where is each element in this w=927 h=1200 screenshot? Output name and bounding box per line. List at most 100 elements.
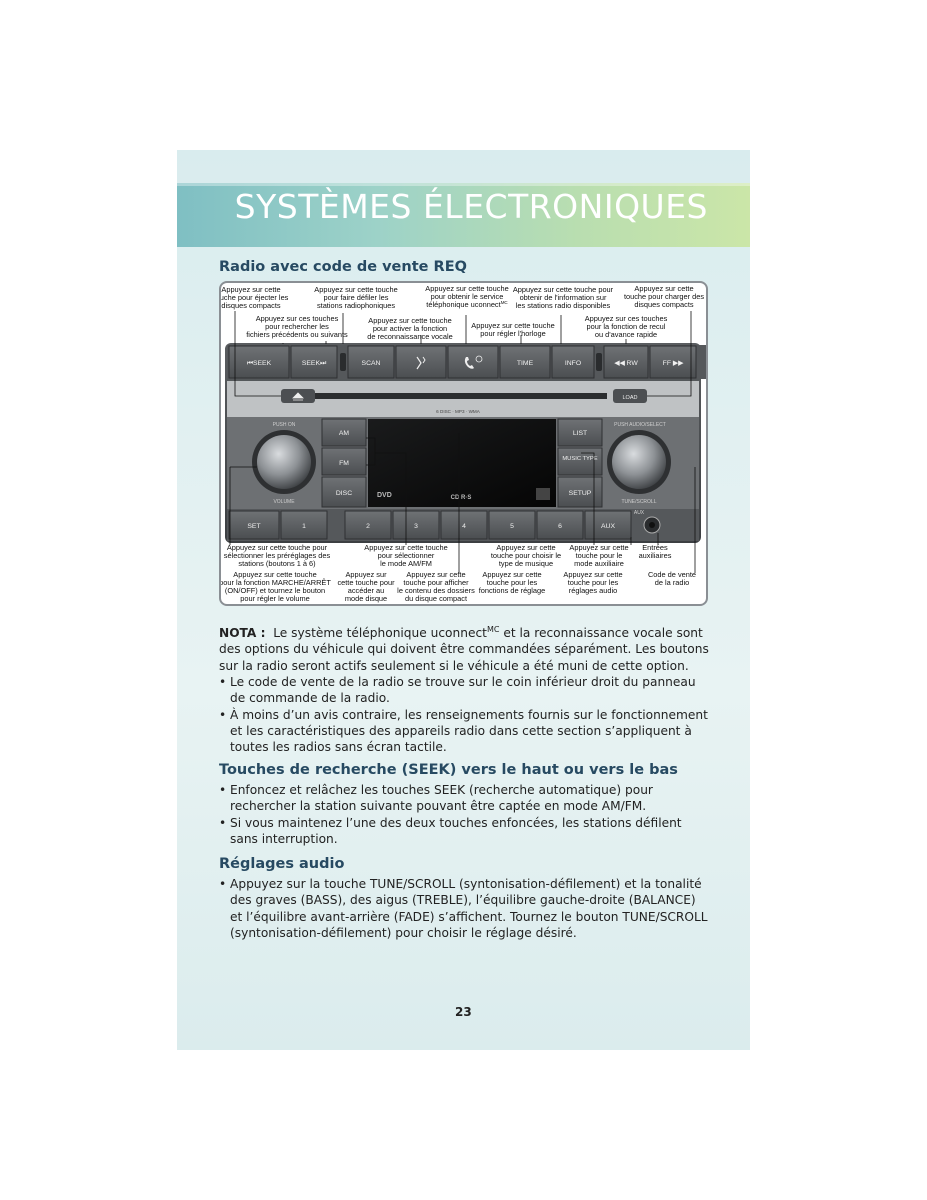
svg-text:DISC: DISC: [336, 490, 352, 497]
seek-block: •Enfoncez et relâchez les touches SEEK (…: [219, 782, 711, 847]
voice-icon: [416, 356, 426, 370]
section-heading-radio: Radio avec code de vente REQ: [219, 259, 467, 275]
nota-paragraph: NOTA : Le système téléphonique uconnectM…: [219, 622, 711, 674]
aux-button[interactable]: AUX: [584, 510, 632, 540]
ff-button[interactable]: FF ▶▶: [649, 345, 697, 379]
bullet-text: Enfoncez et relâchez les touches SEEK (r…: [230, 783, 653, 814]
svg-text:AM: AM: [339, 430, 350, 437]
preset-4-button[interactable]: 4: [440, 510, 488, 540]
bullet-text: À moins d’un avis contraire, les renseig…: [230, 707, 708, 755]
info-button[interactable]: INFO: [551, 345, 595, 379]
fm-button[interactable]: FM: [321, 447, 367, 476]
bullet-text: Le code de vente de la radio se trouve s…: [230, 674, 696, 706]
music-type-button[interactable]: MUSIC TYPE: [557, 447, 603, 476]
svg-text:SCAN: SCAN: [362, 360, 381, 367]
seek-forward-button[interactable]: SEEK⏭: [290, 345, 338, 379]
phone-icon: [464, 355, 483, 369]
phone-button[interactable]: [447, 345, 499, 379]
section-heading-audio: Réglages audio: [219, 856, 345, 872]
cd-slot: [315, 393, 607, 399]
volume-knob[interactable]: [252, 430, 316, 494]
svg-text:1: 1: [302, 523, 306, 530]
svg-text:SETUP: SETUP: [569, 490, 592, 497]
time-button[interactable]: TIME: [499, 345, 551, 379]
svg-text:SEEK⏭: SEEK⏭: [302, 360, 326, 367]
preset-6-button[interactable]: 6: [536, 510, 584, 540]
indicator-slot: [340, 353, 346, 371]
aux-input-jack[interactable]: [643, 516, 661, 534]
cd-logo: CD R·S: [451, 495, 472, 501]
leader-lines: [229, 311, 696, 573]
svg-text:MUSIC TYPE: MUSIC TYPE: [562, 456, 597, 462]
preset-2-button[interactable]: 2: [344, 510, 392, 540]
audio-block: •Appuyez sur la touche TUNE/SCROLL (synt…: [219, 876, 711, 941]
push-on-label: PUSH ON: [273, 422, 296, 428]
bullet-text: Si vous maintenez l’une des deux touches…: [230, 815, 682, 846]
bullet-icon: •: [219, 707, 227, 722]
bullet-icon: •: [219, 815, 227, 830]
disc-button[interactable]: DISC: [321, 476, 367, 508]
svg-text:3: 3: [414, 523, 418, 530]
am-button[interactable]: AM: [321, 418, 367, 447]
svg-text:SET: SET: [247, 523, 260, 530]
list-item: •Enfoncez et relâchez les touches SEEK (…: [219, 782, 711, 815]
svg-text:⏮SEEK: ⏮SEEK: [247, 360, 272, 367]
preset-5-button[interactable]: 5: [488, 510, 536, 540]
display-screen: [368, 419, 556, 507]
list-item: •Le code de vente de la radio se trouve …: [219, 674, 711, 707]
top-button-row: ⏮SEEK SEEK⏭ SCAN TIME INFO ◀◀ RW FF ▶▶: [227, 345, 706, 379]
svg-text:4: 4: [462, 523, 466, 530]
disc-icon: [536, 488, 550, 500]
page-number: 23: [455, 1005, 472, 1019]
voice-button[interactable]: [395, 345, 447, 379]
nota-text-post: et la reconnaissance vocale sont des opt…: [219, 626, 709, 673]
svg-text:LOAD: LOAD: [623, 395, 638, 401]
section-heading-seek: Touches de recherche (SEEK) vers le haut…: [219, 762, 678, 778]
indicator-slot-2: [596, 353, 602, 371]
tune-scroll-knob[interactable]: [607, 430, 671, 494]
eject-button[interactable]: [281, 389, 315, 403]
list-button[interactable]: LIST: [557, 418, 603, 447]
radio-diagram: ⏮SEEK SEEK⏭ SCAN TIME INFO ◀◀ RW FF ▶▶ L…: [219, 281, 708, 606]
load-button[interactable]: LOAD: [613, 389, 647, 403]
set-button[interactable]: SET: [228, 510, 280, 540]
setup-button[interactable]: SETUP: [557, 476, 603, 508]
page-title: SYSTÈMES ÉLECTRONIQUES: [234, 187, 708, 226]
preset-1-button[interactable]: 1: [280, 510, 328, 540]
svg-text:LIST: LIST: [573, 430, 587, 437]
svg-text:2: 2: [366, 523, 370, 530]
nota-block: NOTA : Le système téléphonique uconnectM…: [219, 622, 711, 755]
tune-scroll-label: TUNE/SCROLL: [621, 499, 656, 505]
preset-3-button[interactable]: 3: [392, 510, 440, 540]
nota-label: NOTA :: [219, 626, 266, 641]
list-item: •À moins d’un avis contraire, les rensei…: [219, 707, 711, 756]
seek-back-button[interactable]: ⏮SEEK: [228, 345, 290, 379]
svg-text:FF ▶▶: FF ▶▶: [663, 360, 684, 367]
rw-button[interactable]: ◀◀ RW: [603, 345, 649, 379]
scan-button[interactable]: SCAN: [347, 345, 395, 379]
nota-text-pre: Le système téléphonique uconnect: [273, 626, 487, 641]
bullet-icon: •: [219, 877, 227, 891]
title-band: SYSTÈMES ÉLECTRONIQUES: [177, 183, 750, 247]
